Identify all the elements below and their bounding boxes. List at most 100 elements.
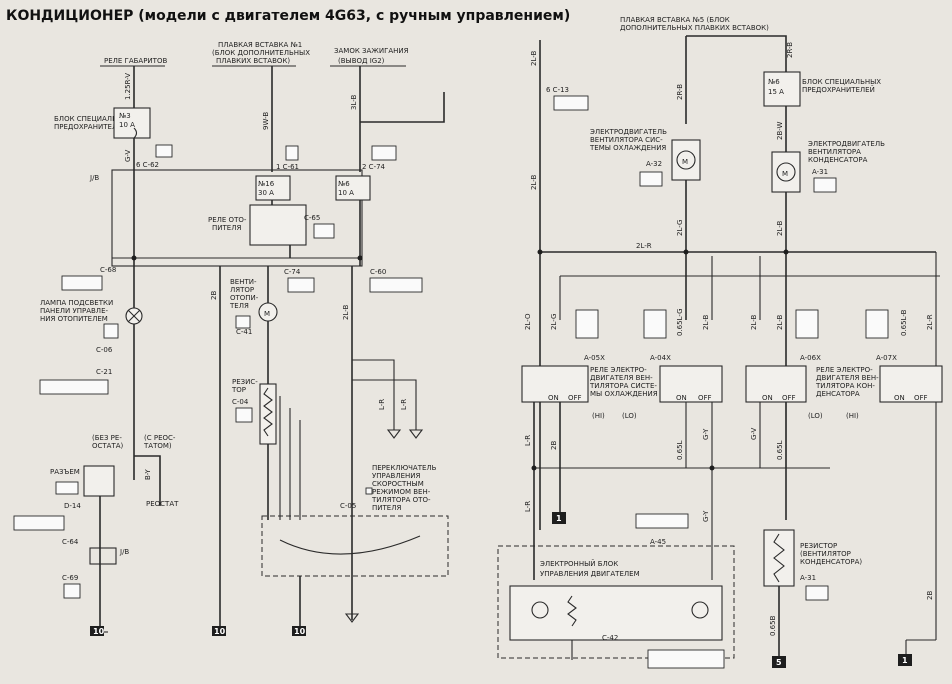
label-bez-reost-a: (БЕЗ РЕ- (92, 434, 122, 442)
wire-2bw: 2B-W (776, 122, 784, 140)
wire-065l: 0.65L (676, 440, 684, 460)
connector-c41: C-41 (236, 328, 252, 336)
motor-icon (676, 150, 696, 170)
label-rele-cond-a: РЕЛЕ ЭЛЕКТРО- (816, 366, 873, 374)
connector-icon (235, 407, 253, 423)
connector-c13: 6 C-13 (546, 86, 569, 94)
wire-lr-b: L-R (400, 399, 408, 410)
connector-icon (795, 309, 819, 339)
label-blok-spec-l-b: ПРЕДОХРАНИТЕЛЕЙ (54, 122, 127, 131)
fuse-6l-amp: 10 A (338, 189, 354, 197)
heater-resistor (259, 383, 277, 445)
wire-065lb: 0.65L-B (900, 309, 908, 336)
label-motor-cool-b: ВЕНТИЛЯТОРА СИС- (590, 136, 663, 144)
label-zamok-a: ЗАМОК ЗАЖИГАНИЯ (334, 47, 409, 55)
ecu-frame (497, 545, 735, 659)
label-perekl-a: ПЕРЕКЛЮЧАТЕЛЬ (372, 464, 437, 472)
label-jb-1: J/B (89, 174, 99, 182)
relay4-off: OFF (914, 394, 928, 402)
connector-icon (285, 145, 299, 161)
label-perekl-d: РЕЖИМОМ ВЕН- (372, 488, 431, 496)
connector-c60: C-60 (370, 268, 386, 276)
fuse-3-label: №3 (119, 112, 131, 120)
connector-icon (553, 95, 589, 111)
fuse-3-amp: 10 A (119, 121, 135, 129)
arrow-icon (344, 613, 360, 623)
wire-2b: 2B (210, 291, 218, 300)
connector-icon (313, 223, 335, 239)
ground-10c: 10 (292, 626, 306, 636)
connector-icon (39, 379, 109, 395)
connector-c04: C-04 (232, 398, 249, 406)
connector-icon (365, 487, 373, 495)
label-motor-cond-c: КОНДЕНСАТОРА (808, 156, 868, 164)
arrow-icon (386, 429, 402, 439)
relay2-on: ON (676, 394, 687, 402)
condenser-resistor (763, 529, 795, 587)
connector-icon (643, 309, 667, 339)
label-ecu-a: ЭЛЕКТРОННЫЙ БЛОК (540, 559, 618, 568)
label-reostat: РЕОСТАТ (146, 500, 179, 508)
label-perekl-b: УПРАВЛЕНИЯ (372, 472, 421, 480)
motor-m-2: M (682, 158, 688, 166)
label-rele-cool-a: РЕЛЕ ЭЛЕКТРО- (590, 366, 647, 374)
connector-a32: A-32 (646, 160, 662, 168)
junction-block-frame (111, 169, 363, 267)
label-rele-cool-d: МЫ ОХЛАЖДЕНИЯ (590, 390, 658, 398)
connector-icon (61, 275, 103, 291)
label-plav-vst-1-b: (БЛОК ДОПОЛНИТЕЛЬНЫХ (212, 49, 310, 57)
connector-a04x: A-04X (650, 354, 671, 362)
fuse-16-amp: 30 A (258, 189, 274, 197)
label-plav-vst-5-b: ДОПОЛНИТЕЛЬНЫХ ПЛАВКИХ ВСТАВОК) (620, 24, 769, 32)
label-zamok-b: (ВЫВОД IG2) (338, 57, 385, 65)
label-razem: РАЗЪЕМ (50, 468, 80, 476)
connector-icon (575, 309, 599, 339)
wire-125rv: 1.25R-V (124, 73, 132, 100)
fuse-3-box (113, 107, 151, 139)
relay3-off: OFF (782, 394, 796, 402)
relay2-off: OFF (698, 394, 712, 402)
wire-lr-ecu: L-R (524, 501, 532, 512)
label-rez-cond-c: КОНДЕНСАТОРА) (800, 558, 862, 566)
cooling-relay-hi (521, 365, 589, 403)
wire-2lg: 2L-G (676, 220, 684, 236)
fuse-16-label: №16 (258, 180, 275, 188)
wire-2lr2: 2L-R (926, 314, 934, 330)
wire-gv: G-V (124, 149, 132, 162)
ground-5-label: 5 (776, 658, 782, 667)
label-rele-cond-c: ТИЛЯТОРА КОН- (815, 382, 875, 390)
label-rez-cond-a: РЕЗИСТОР (800, 542, 837, 550)
wire-lb-center: 2L-B (342, 304, 350, 320)
wire-2lb4: 2L-B (776, 314, 784, 330)
cooling-relay-lo (659, 365, 723, 403)
wire-2lo: 2L-O (524, 313, 532, 330)
connector-icon (155, 144, 173, 158)
wire-065b2: 0.65B (769, 615, 777, 636)
relay3-on: ON (762, 394, 773, 402)
label-jb-2: J/B (119, 548, 129, 556)
label-bez-reost-b: ОСТАТА) (92, 442, 124, 450)
label-rez-cond-b: (ВЕНТИЛЯТОР (800, 550, 851, 558)
fuse-6l-label: №6 (338, 180, 350, 188)
label-s-reost-b: ТАТОМ) (143, 442, 172, 450)
ground-10c-label: 10 (294, 627, 306, 636)
connector-icon (63, 583, 81, 599)
diagram-title: КОНДИЦИОНЕР (модели с двигателем 4G63, с… (6, 8, 570, 24)
wire-by: B-Y (144, 469, 152, 480)
label-blok-spec-r-b: ПРЕДОХРАНИТЕЛЕЙ (802, 85, 875, 94)
label-motor-cool-a: ЭЛЕКТРОДВИГАТЕЛЬ (590, 128, 667, 136)
connector-c62: 6 C-62 (136, 161, 159, 169)
label-plav-vst-1-a: ПЛАВКАЯ ВСТАВКА №1 (218, 41, 302, 49)
ground-1b-label: 1 (902, 656, 908, 665)
relay1-off: OFF (568, 394, 582, 402)
wire-2lg2: 2L-G (550, 314, 558, 330)
transistor-icon (531, 601, 549, 619)
label-rele-cond-b: ДВИГАТЕЛЯ ВЕН- (816, 374, 879, 382)
connector-a45: A-45 (650, 538, 666, 546)
label-lampa-b: ПАНЕЛИ УПРАВЛЕ- (40, 307, 108, 315)
connector-icon (639, 171, 663, 187)
label-rezistor-a: РЕЗИС- (232, 378, 258, 386)
label-perekl-f: ПИТЕЛЯ (372, 504, 401, 512)
label-lo-2: (LO) (808, 412, 823, 420)
connector-c69: C-69 (62, 574, 78, 582)
